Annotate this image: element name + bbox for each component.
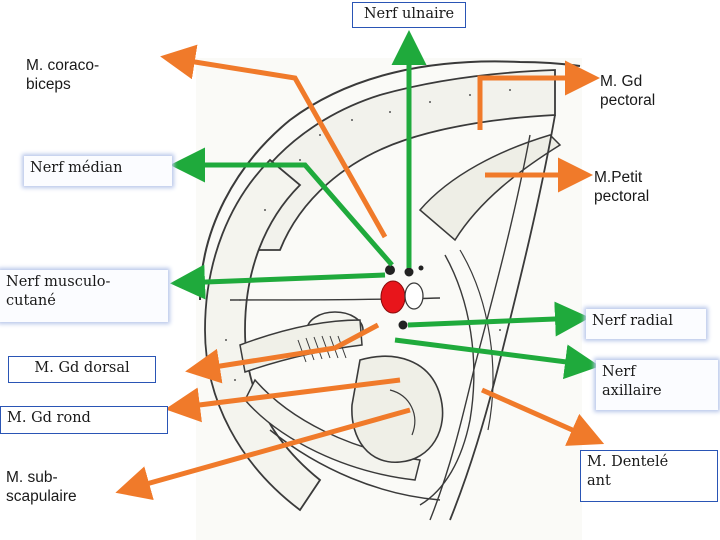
label-nerf-ulnaire: Nerf ulnaire xyxy=(352,2,466,28)
vessel-dot-1 xyxy=(385,265,395,275)
axillary-artery xyxy=(380,280,406,314)
anatomy-sketch xyxy=(196,58,582,540)
arrow-dentele-ant xyxy=(480,387,605,446)
label-nerf-axillaire: Nerf axillaire xyxy=(596,360,718,410)
label-musculo-cutane: Nerf musculo- cutané xyxy=(0,270,168,322)
arrow-gd-dorsal xyxy=(185,322,380,384)
vessel-dot-4 xyxy=(418,265,424,271)
vessel-dot-2 xyxy=(404,267,414,277)
arrow-nerf-radial xyxy=(407,301,590,337)
label-gd-rond: M. Gd rond xyxy=(0,406,168,434)
label-gd-pectoral: M. Gd pectoral xyxy=(600,73,656,109)
label-petit-pectoral: M.Petit pectoral xyxy=(594,169,650,205)
label-coraco-biceps: M. coraco- biceps xyxy=(26,57,100,93)
label-nerf-median: Nerf médian xyxy=(24,156,172,186)
arrow-sub-scapulaire xyxy=(115,407,411,501)
vessel-dot-3 xyxy=(398,320,408,330)
arrow-musculo-cutane xyxy=(170,264,386,300)
label-sub-scapulaire: M. sub- scapulaire xyxy=(6,469,77,505)
serratus-fan-2 xyxy=(459,249,494,431)
arrow-gd-rond xyxy=(165,377,401,423)
arrow-gd-pectoral xyxy=(477,60,600,130)
arrow-nerf-median xyxy=(170,147,394,267)
serratus-fan xyxy=(419,254,475,506)
outer-contour xyxy=(199,60,581,301)
green-arrows xyxy=(170,30,600,380)
arrow-coraco-biceps xyxy=(160,44,388,239)
thoracic-wall-inner xyxy=(429,134,531,521)
scapula-inner xyxy=(389,389,416,436)
arrow-nerf-axillaire xyxy=(394,337,600,380)
pectoral-band xyxy=(223,69,556,251)
orange-arrows xyxy=(115,44,605,501)
label-nerf-radial: Nerf radial xyxy=(586,309,706,339)
axillary-vein xyxy=(404,282,424,310)
outer-band xyxy=(204,158,322,512)
stipple xyxy=(225,89,511,381)
label-gd-dorsal: M. Gd dorsal xyxy=(8,356,156,383)
label-dentele-ant: M. Dentelé ant xyxy=(580,450,718,502)
